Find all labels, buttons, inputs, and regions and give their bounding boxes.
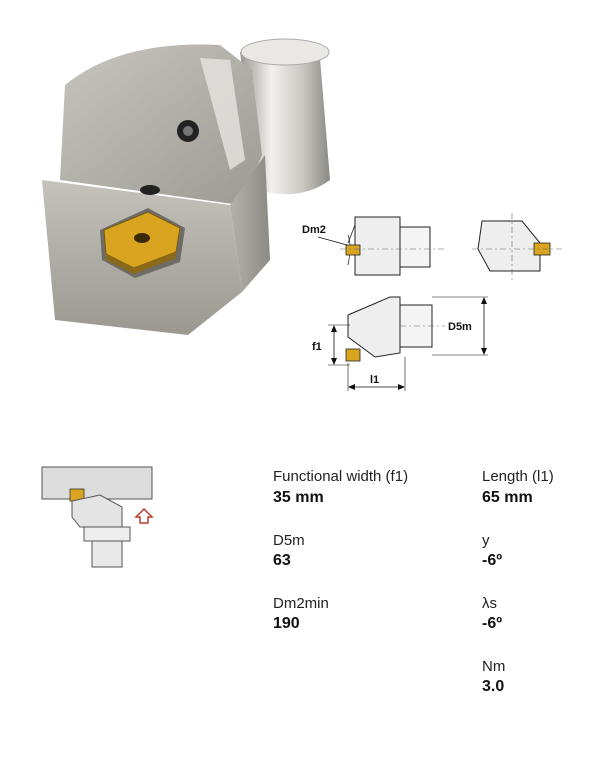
spec-nm-value: 3.0: [482, 678, 505, 695]
drawing-side-view: [472, 213, 562, 283]
technical-drawing: Dm2 D5m f1 l1: [302, 213, 562, 391]
spec-lambda-s-value: -6º: [482, 615, 503, 632]
dim-label-l1: l1: [370, 374, 379, 386]
drawing-front-view: [328, 296, 488, 391]
spec-d5m-value: 63: [273, 552, 291, 569]
drawing-top-view: [340, 216, 445, 276]
spec-y-value: -6º: [482, 552, 503, 569]
dim-label-d5m: D5m: [448, 321, 472, 333]
spec-dm2min-value: 190: [273, 615, 300, 632]
spec-d5m-label: D5m: [273, 532, 305, 549]
spec-functional-width-value: 35 mm: [273, 489, 324, 506]
machine-orientation-icon: [41, 466, 154, 568]
spec-dm2min-label: Dm2min: [273, 595, 329, 612]
dim-label-f1: f1: [312, 341, 322, 353]
spec-functional-width-label: Functional width (f1): [273, 468, 409, 485]
spec-length-label: Length (l1): [482, 468, 554, 485]
spec-nm-label: Nm: [482, 658, 506, 675]
spec-y-label: y: [482, 532, 490, 549]
spec-lambda-s-label: λs: [482, 595, 497, 612]
tool-holder-photo: [42, 38, 330, 335]
spec-length-value: 65 mm: [482, 489, 533, 506]
dim-label-dm2: Dm2: [302, 224, 326, 236]
